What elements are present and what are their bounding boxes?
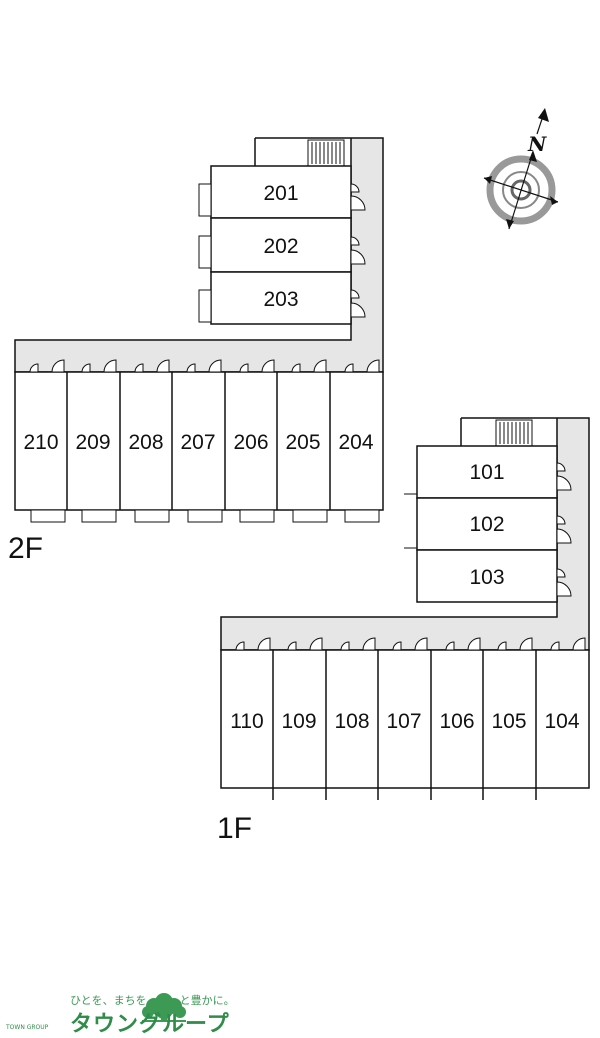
compass-icon: N: [483, 108, 559, 230]
room-label: 104: [544, 710, 579, 733]
room-row-2f: 210 209 208 207 206 205 204: [14, 359, 384, 523]
room-label: 206: [233, 431, 268, 454]
room-label: 204: [338, 431, 373, 454]
room-label: 101: [469, 461, 504, 484]
floor-1f: 101 102 103: [217, 417, 590, 845]
room-label: 205: [285, 431, 320, 454]
floor-label-2f: 2F: [8, 532, 43, 565]
room-label: 107: [386, 710, 421, 733]
room-label: 207: [180, 431, 215, 454]
tagline-text: ひとを、まちを、もっと豊かに。: [70, 994, 235, 1007]
room-101: 101: [404, 445, 572, 499]
room-label: 203: [263, 288, 298, 311]
room-202: 202: [198, 217, 366, 273]
stairs-1f: [495, 419, 533, 447]
room-102: 102: [404, 497, 572, 551]
room-label: 105: [491, 710, 526, 733]
brand-name: タウングループ: [70, 1012, 230, 1037]
room-201: 201: [198, 165, 366, 219]
town-group-logo-icon: [142, 993, 186, 1022]
room-label: 209: [75, 431, 110, 454]
room-label: 201: [263, 182, 298, 205]
room-row-1f: 110 109 108 107 106 105 104: [220, 637, 590, 800]
room-label: 110: [230, 710, 263, 733]
room-label: 202: [263, 235, 298, 258]
stairs-2f: [307, 139, 345, 167]
floor-2f: 201 202 203: [8, 137, 384, 565]
room-label: 108: [334, 710, 369, 733]
room-label: 102: [469, 513, 504, 536]
room-label: 106: [439, 710, 474, 733]
room-label: 208: [128, 431, 163, 454]
room-103: 103: [416, 549, 572, 603]
room-label: 109: [281, 710, 316, 733]
room-label: 103: [469, 566, 504, 589]
sub-brand-text: TOWN GROUP: [6, 1024, 49, 1031]
compass-north-label: N: [527, 132, 547, 156]
room-label: 210: [23, 431, 58, 454]
room-203: 203: [198, 271, 366, 325]
floor-label-1f: 1F: [217, 812, 252, 845]
